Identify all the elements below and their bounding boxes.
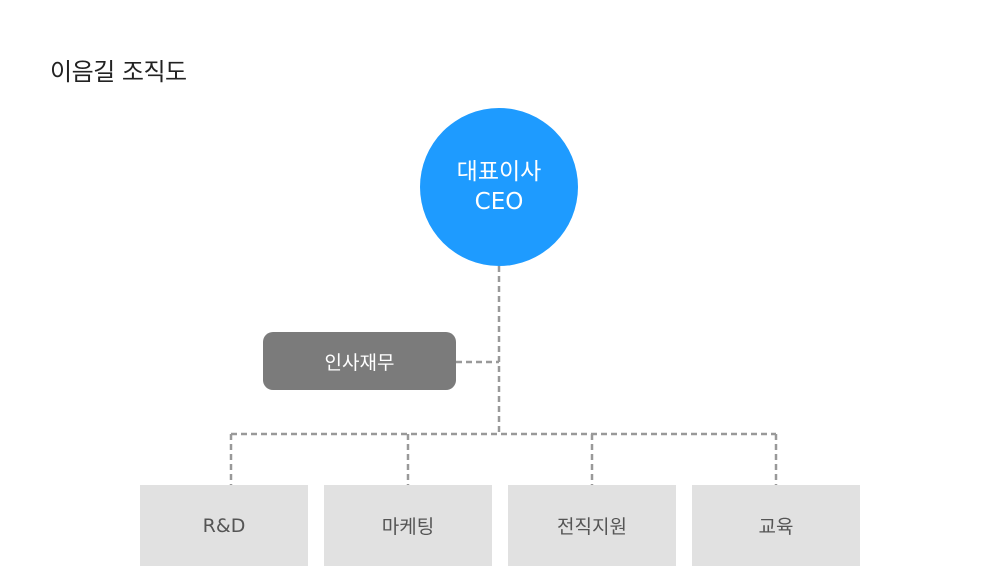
department-node-rd: R&D (140, 485, 308, 566)
department-node-education: 교육 (692, 485, 860, 566)
department-label: 전직지원 (557, 516, 627, 538)
department-node-marketing: 마케팅 (324, 485, 492, 566)
ceo-title-en: CEO (474, 189, 524, 215)
department-node-career-support: 전직지원 (508, 485, 676, 566)
ceo-title-ko: 대표이사 (456, 159, 542, 185)
department-label: 교육 (758, 516, 794, 538)
staff-node-label: 인사재무 (324, 351, 395, 374)
department-label: R&D (202, 514, 246, 537)
page-title: 이음길 조직도 (50, 58, 187, 86)
staff-node-hr-finance: 인사재무 (263, 332, 456, 390)
ceo-node: 대표이사 CEO (420, 108, 578, 266)
department-label: 마케팅 (381, 516, 435, 538)
